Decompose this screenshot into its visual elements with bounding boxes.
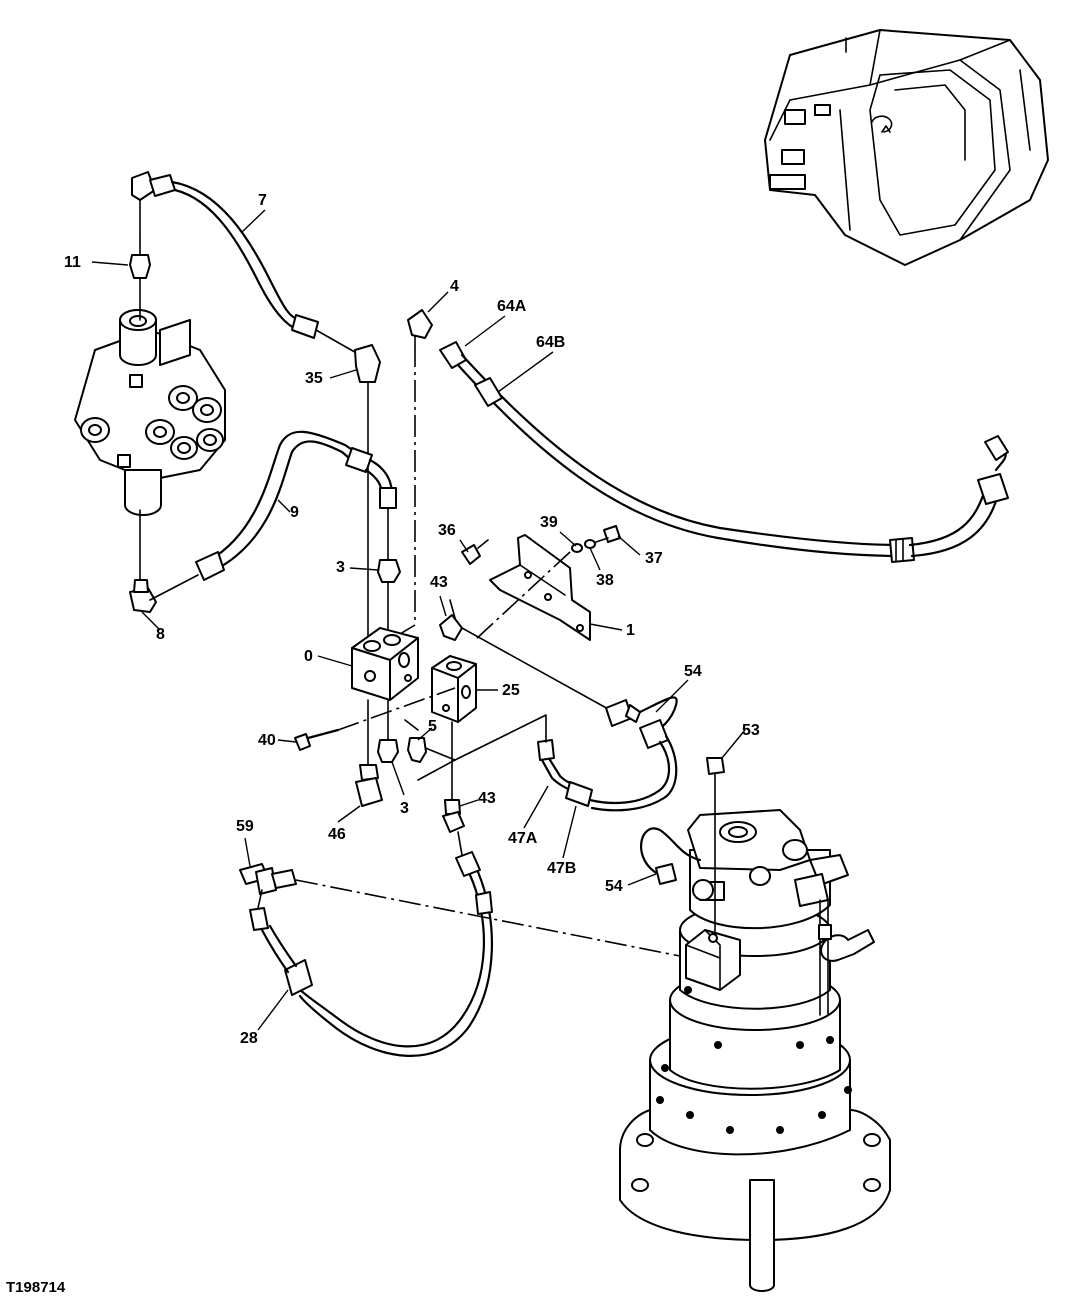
plug-53	[706, 757, 725, 936]
excavator-locator-illustration	[764, 29, 1049, 266]
callout-4: 4	[450, 278, 459, 295]
callout-3-upper: 3	[336, 559, 345, 576]
hose-54-upper	[588, 696, 678, 812]
callout-1: 1	[626, 622, 635, 639]
bracket-1	[489, 534, 591, 641]
callout-47b: 47B	[547, 860, 577, 877]
bolt-36	[461, 539, 489, 565]
callout-36: 36	[438, 522, 456, 539]
callout-35: 35	[305, 370, 323, 387]
washer-39-38-bolt-37	[474, 525, 621, 641]
callout-40: 40	[258, 732, 276, 749]
fitting-5	[404, 719, 427, 763]
hose-9	[149, 430, 397, 601]
callout-8: 8	[156, 626, 165, 643]
callout-47a: 47A	[508, 830, 538, 847]
callout-37: 37	[645, 550, 663, 567]
swing-motor	[619, 809, 891, 1292]
fitting-43-upper	[439, 599, 611, 711]
callout-9: 9	[290, 504, 299, 521]
cap-54-lower	[640, 827, 702, 885]
callout-54-lower: 54	[605, 878, 623, 895]
callout-53: 53	[742, 722, 760, 739]
callout-64b: 64B	[536, 334, 566, 351]
callout-28: 28	[240, 1030, 258, 1047]
tee-59	[239, 863, 691, 959]
callout-25: 25	[502, 682, 520, 699]
hose-28	[249, 851, 494, 1057]
fitting-35	[354, 344, 381, 646]
fitting-8	[129, 509, 157, 613]
callout-38: 38	[596, 572, 614, 589]
fitting-3-upper	[377, 559, 401, 641]
callout-7: 7	[258, 192, 267, 209]
callout-11: 11	[64, 254, 81, 271]
hose-7	[149, 174, 361, 356]
fitting-4	[407, 309, 433, 346]
callout-5: 5	[428, 718, 437, 735]
callout-0: 0	[304, 648, 313, 665]
callout-leaders	[91, 209, 746, 1031]
valve-block-0	[351, 627, 419, 701]
fitting-3-lower	[377, 699, 399, 763]
callout-43-lower: 43	[478, 790, 496, 807]
callout-39: 39	[540, 514, 558, 531]
callout-43-upper: 43	[430, 574, 448, 591]
figure-id: T198714	[6, 1279, 66, 1296]
hose-47	[417, 714, 593, 807]
fitting-11	[129, 171, 156, 321]
callout-46: 46	[328, 826, 346, 843]
callout-59: 59	[236, 818, 254, 835]
fitting-43-lower	[442, 721, 465, 856]
callout-64a: 64A	[497, 298, 527, 315]
callout-54-upper: 54	[684, 663, 702, 680]
callout-3-lower: 3	[400, 800, 409, 817]
valve-block-25	[431, 655, 477, 723]
control-valve	[74, 309, 226, 516]
hose-64	[439, 341, 1009, 563]
fitting-46	[355, 699, 383, 807]
bolt-40	[294, 687, 456, 751]
